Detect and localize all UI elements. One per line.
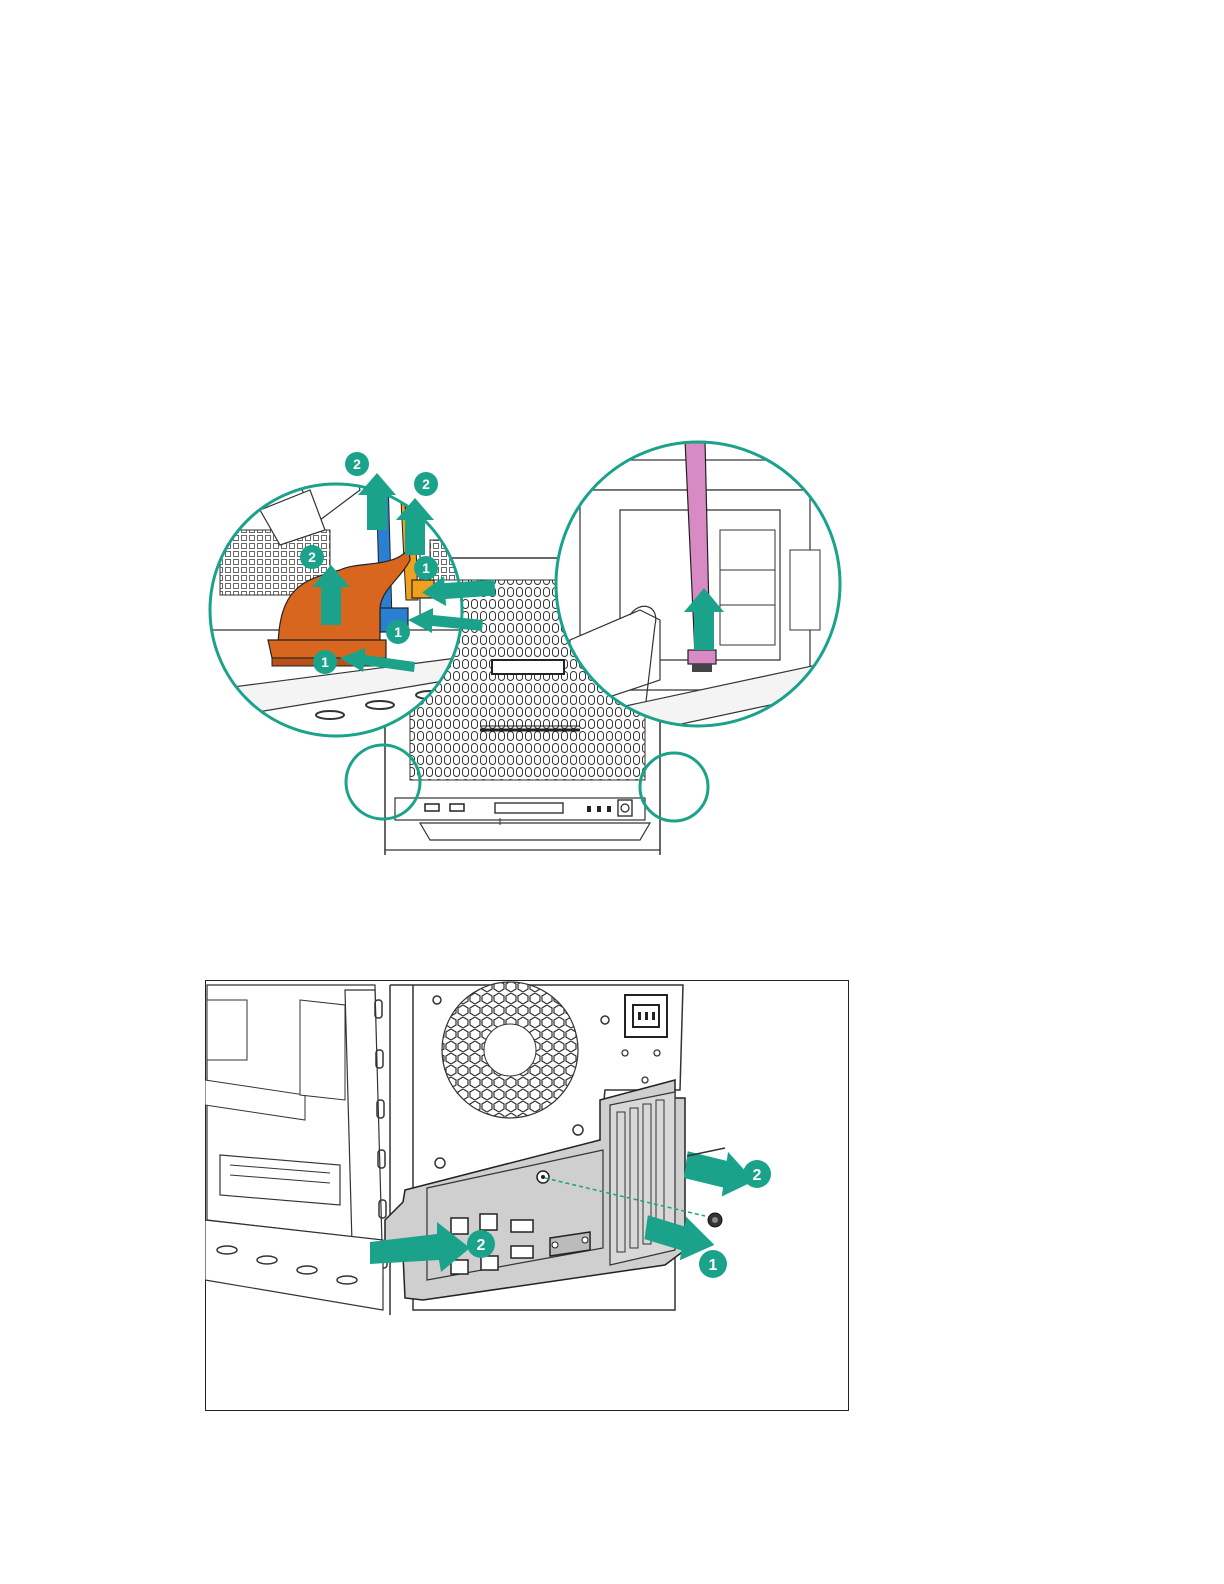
svg-text:2: 2 [308, 549, 316, 565]
status-led-icon [587, 806, 611, 812]
cable-removal-illustration: 2 2 2 1 1 1 [200, 430, 860, 870]
svg-text:1: 1 [394, 624, 402, 640]
screw-icon [708, 1213, 722, 1227]
svg-text:2: 2 [753, 1167, 762, 1184]
svg-text:1: 1 [321, 654, 329, 670]
svg-text:1: 1 [709, 1257, 718, 1274]
svg-text:2: 2 [353, 456, 361, 472]
svg-text:2: 2 [477, 1237, 486, 1254]
server-interior [205, 985, 387, 1310]
rear-bracket-removal-illustration: 2 2 1 [205, 980, 849, 1411]
power-inlet-icon [625, 995, 667, 1037]
svg-text:2: 2 [422, 476, 430, 492]
svg-text:1: 1 [422, 560, 430, 576]
power-button-icon [618, 800, 632, 816]
fan-grill [442, 982, 578, 1118]
